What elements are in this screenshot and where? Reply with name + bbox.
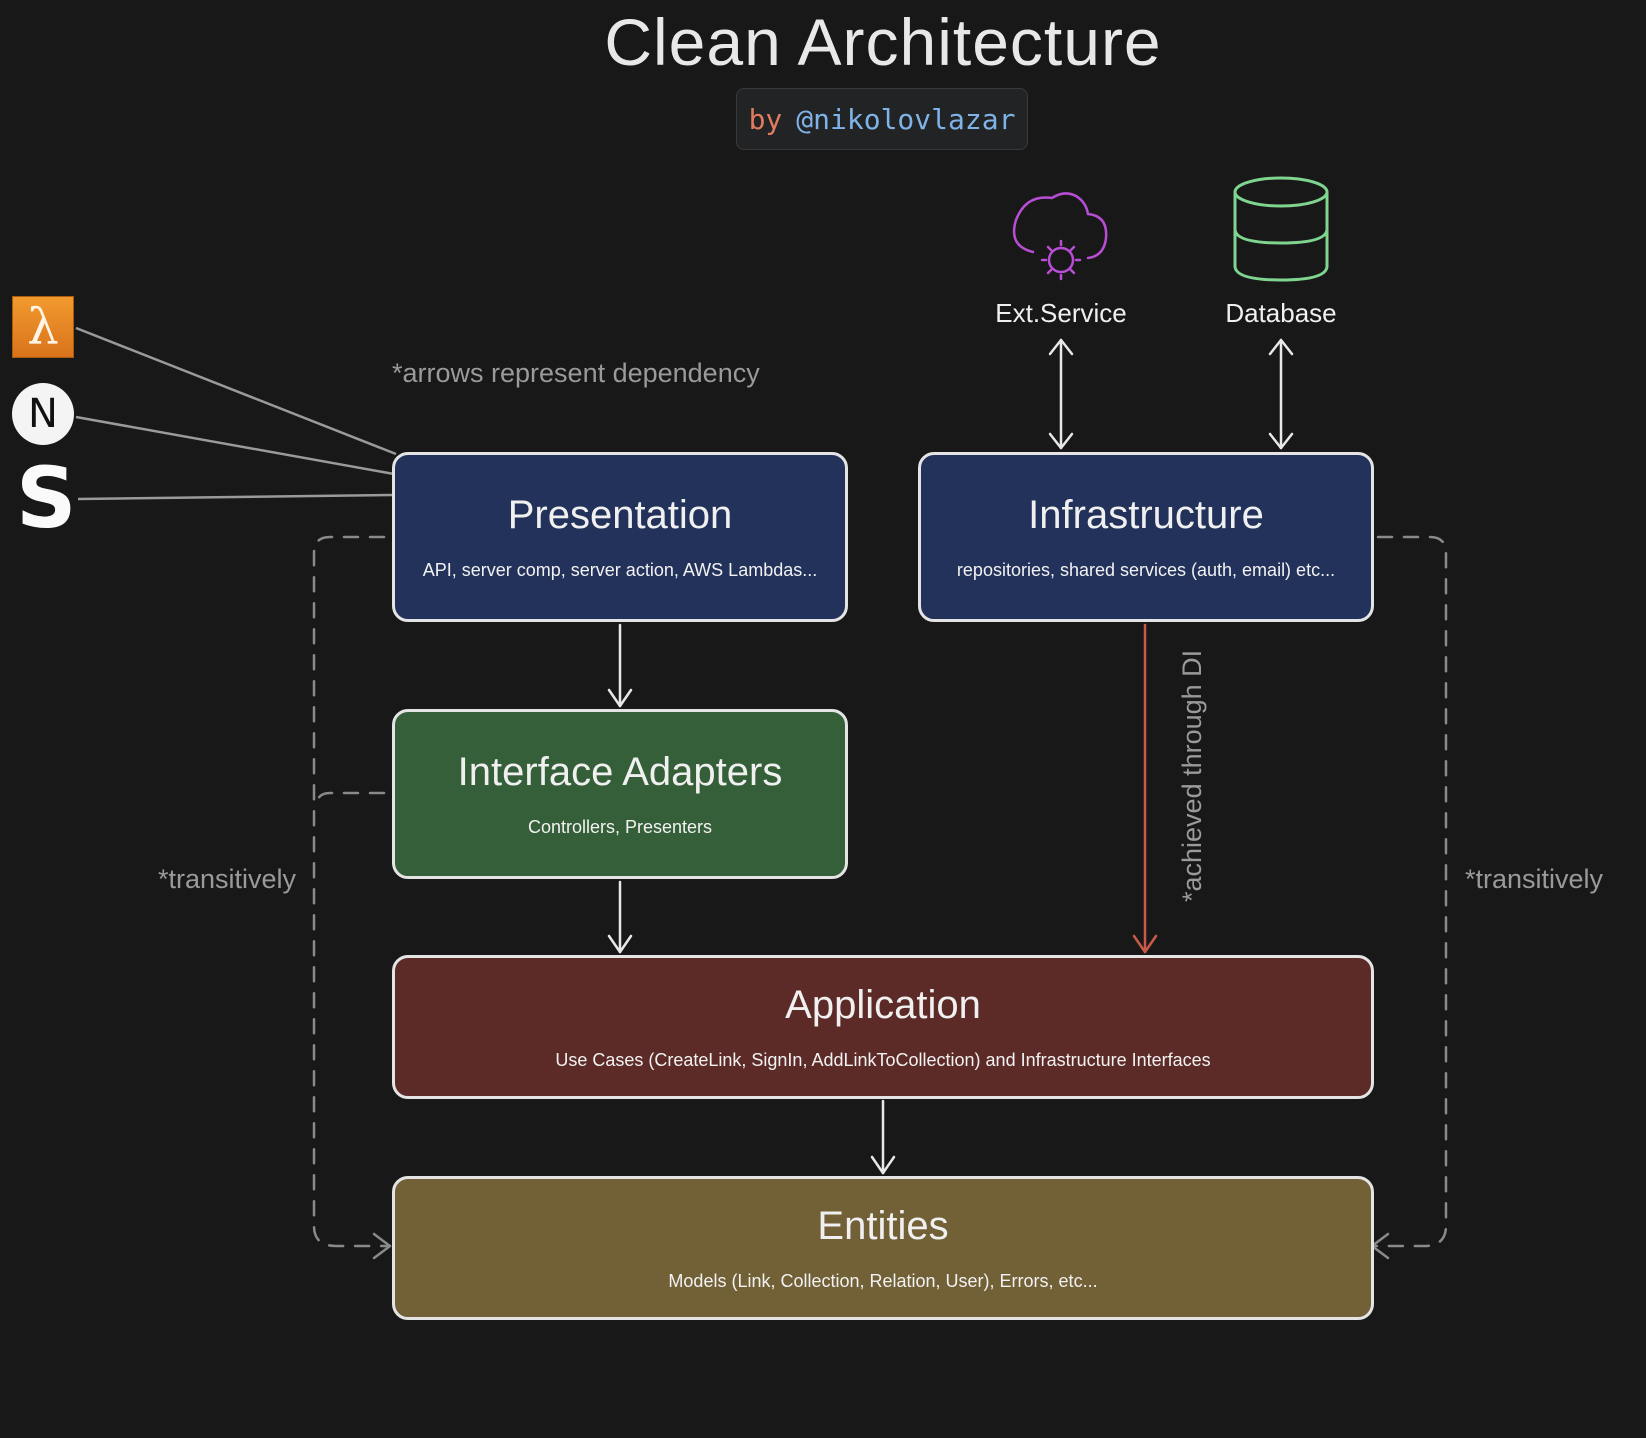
presentation-title: Presentation (507, 493, 733, 537)
entities-title: Entities (817, 1204, 949, 1248)
page-title: Clean Architecture (604, 5, 1162, 79)
application-layer: Application Use Cases (CreateLink, SignI… (392, 955, 1374, 1099)
left-transitive-path (312, 535, 392, 1248)
author-handle: @nikolovlazar (796, 102, 1016, 136)
application-to-entities-arrow (870, 1099, 896, 1175)
lambda-connector (75, 326, 397, 456)
entities-subtitle: Models (Link, Collection, Relation, User… (668, 1271, 1098, 1291)
entities-layer: Entities Models (Link, Collection, Relat… (392, 1176, 1374, 1320)
nextjs-logo: N (12, 383, 74, 445)
presentation-layer: Presentation API, server comp, server ac… (392, 452, 848, 622)
aws-lambda-logo: λ (12, 296, 74, 358)
presentation-subtitle: API, server comp, server action, AWS Lam… (422, 560, 818, 580)
legend-note: *arrows represent dependency (392, 358, 760, 388)
right-transitive-path (1370, 535, 1448, 1248)
application-title: Application (785, 983, 981, 1027)
interface-adapters-title: Interface Adapters (457, 750, 783, 794)
infrastructure-subtitle: repositories, shared services (auth, ema… (956, 560, 1336, 580)
ext-service-arrow (1048, 338, 1074, 450)
transitive-note-left: *transitively (158, 864, 297, 894)
database-icon (1233, 176, 1329, 282)
cloud-gear-icon (1012, 192, 1108, 281)
di-note: *achieved through DI (1177, 649, 1207, 902)
database-arrow (1268, 338, 1294, 450)
author-by: by (748, 102, 783, 136)
interface-adapters-subtitle: Controllers, Presenters (527, 817, 713, 837)
adapters-transitive-branch (314, 791, 386, 810)
sst-connector (77, 493, 393, 501)
author-badge: by @nikolovlazar (736, 88, 1028, 150)
di-arrow (1132, 623, 1158, 954)
presentation-to-adapters-arrow (607, 623, 633, 708)
transitive-note-right: *transitively (1465, 864, 1604, 894)
infrastructure-layer: Infrastructure repositories, shared serv… (918, 452, 1374, 622)
database-label: Database (1225, 298, 1337, 328)
interface-adapters-layer: Interface Adapters Controllers, Presente… (392, 709, 848, 879)
ext-service-label: Ext.Service (995, 298, 1127, 328)
adapters-to-application-arrow (607, 880, 633, 954)
sst-logo: S (16, 449, 77, 547)
infrastructure-title: Infrastructure (1028, 493, 1264, 537)
nextjs-connector (75, 415, 395, 476)
left-transitive-arrowhead (372, 1232, 392, 1260)
application-subtitle: Use Cases (CreateLink, SignIn, AddLinkTo… (555, 1050, 1211, 1070)
